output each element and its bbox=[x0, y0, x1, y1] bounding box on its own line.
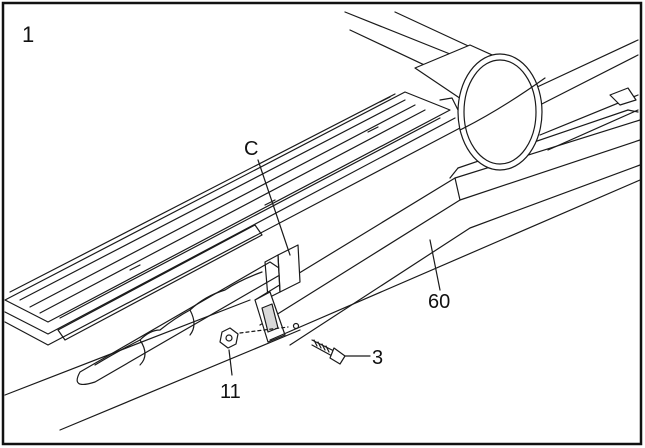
bolt-3 bbox=[311, 339, 346, 365]
leader-60 bbox=[429, 239, 441, 291]
callout-11: 11 bbox=[220, 381, 241, 403]
callout-3: 3 bbox=[372, 347, 383, 369]
leader-11 bbox=[228, 349, 233, 376]
bracket-c bbox=[264, 244, 301, 299]
step-number: 1 bbox=[22, 22, 34, 47]
callout-c: C bbox=[244, 138, 258, 160]
lower-rails bbox=[4, 179, 641, 431]
deck-slot bbox=[57, 224, 286, 385]
leader-c bbox=[257, 159, 291, 256]
assembly-path bbox=[239, 326, 289, 334]
nut-11 bbox=[219, 327, 239, 349]
roller bbox=[414, 44, 546, 171]
deck-frame bbox=[4, 91, 461, 346]
callout-60: 60 bbox=[428, 291, 450, 313]
